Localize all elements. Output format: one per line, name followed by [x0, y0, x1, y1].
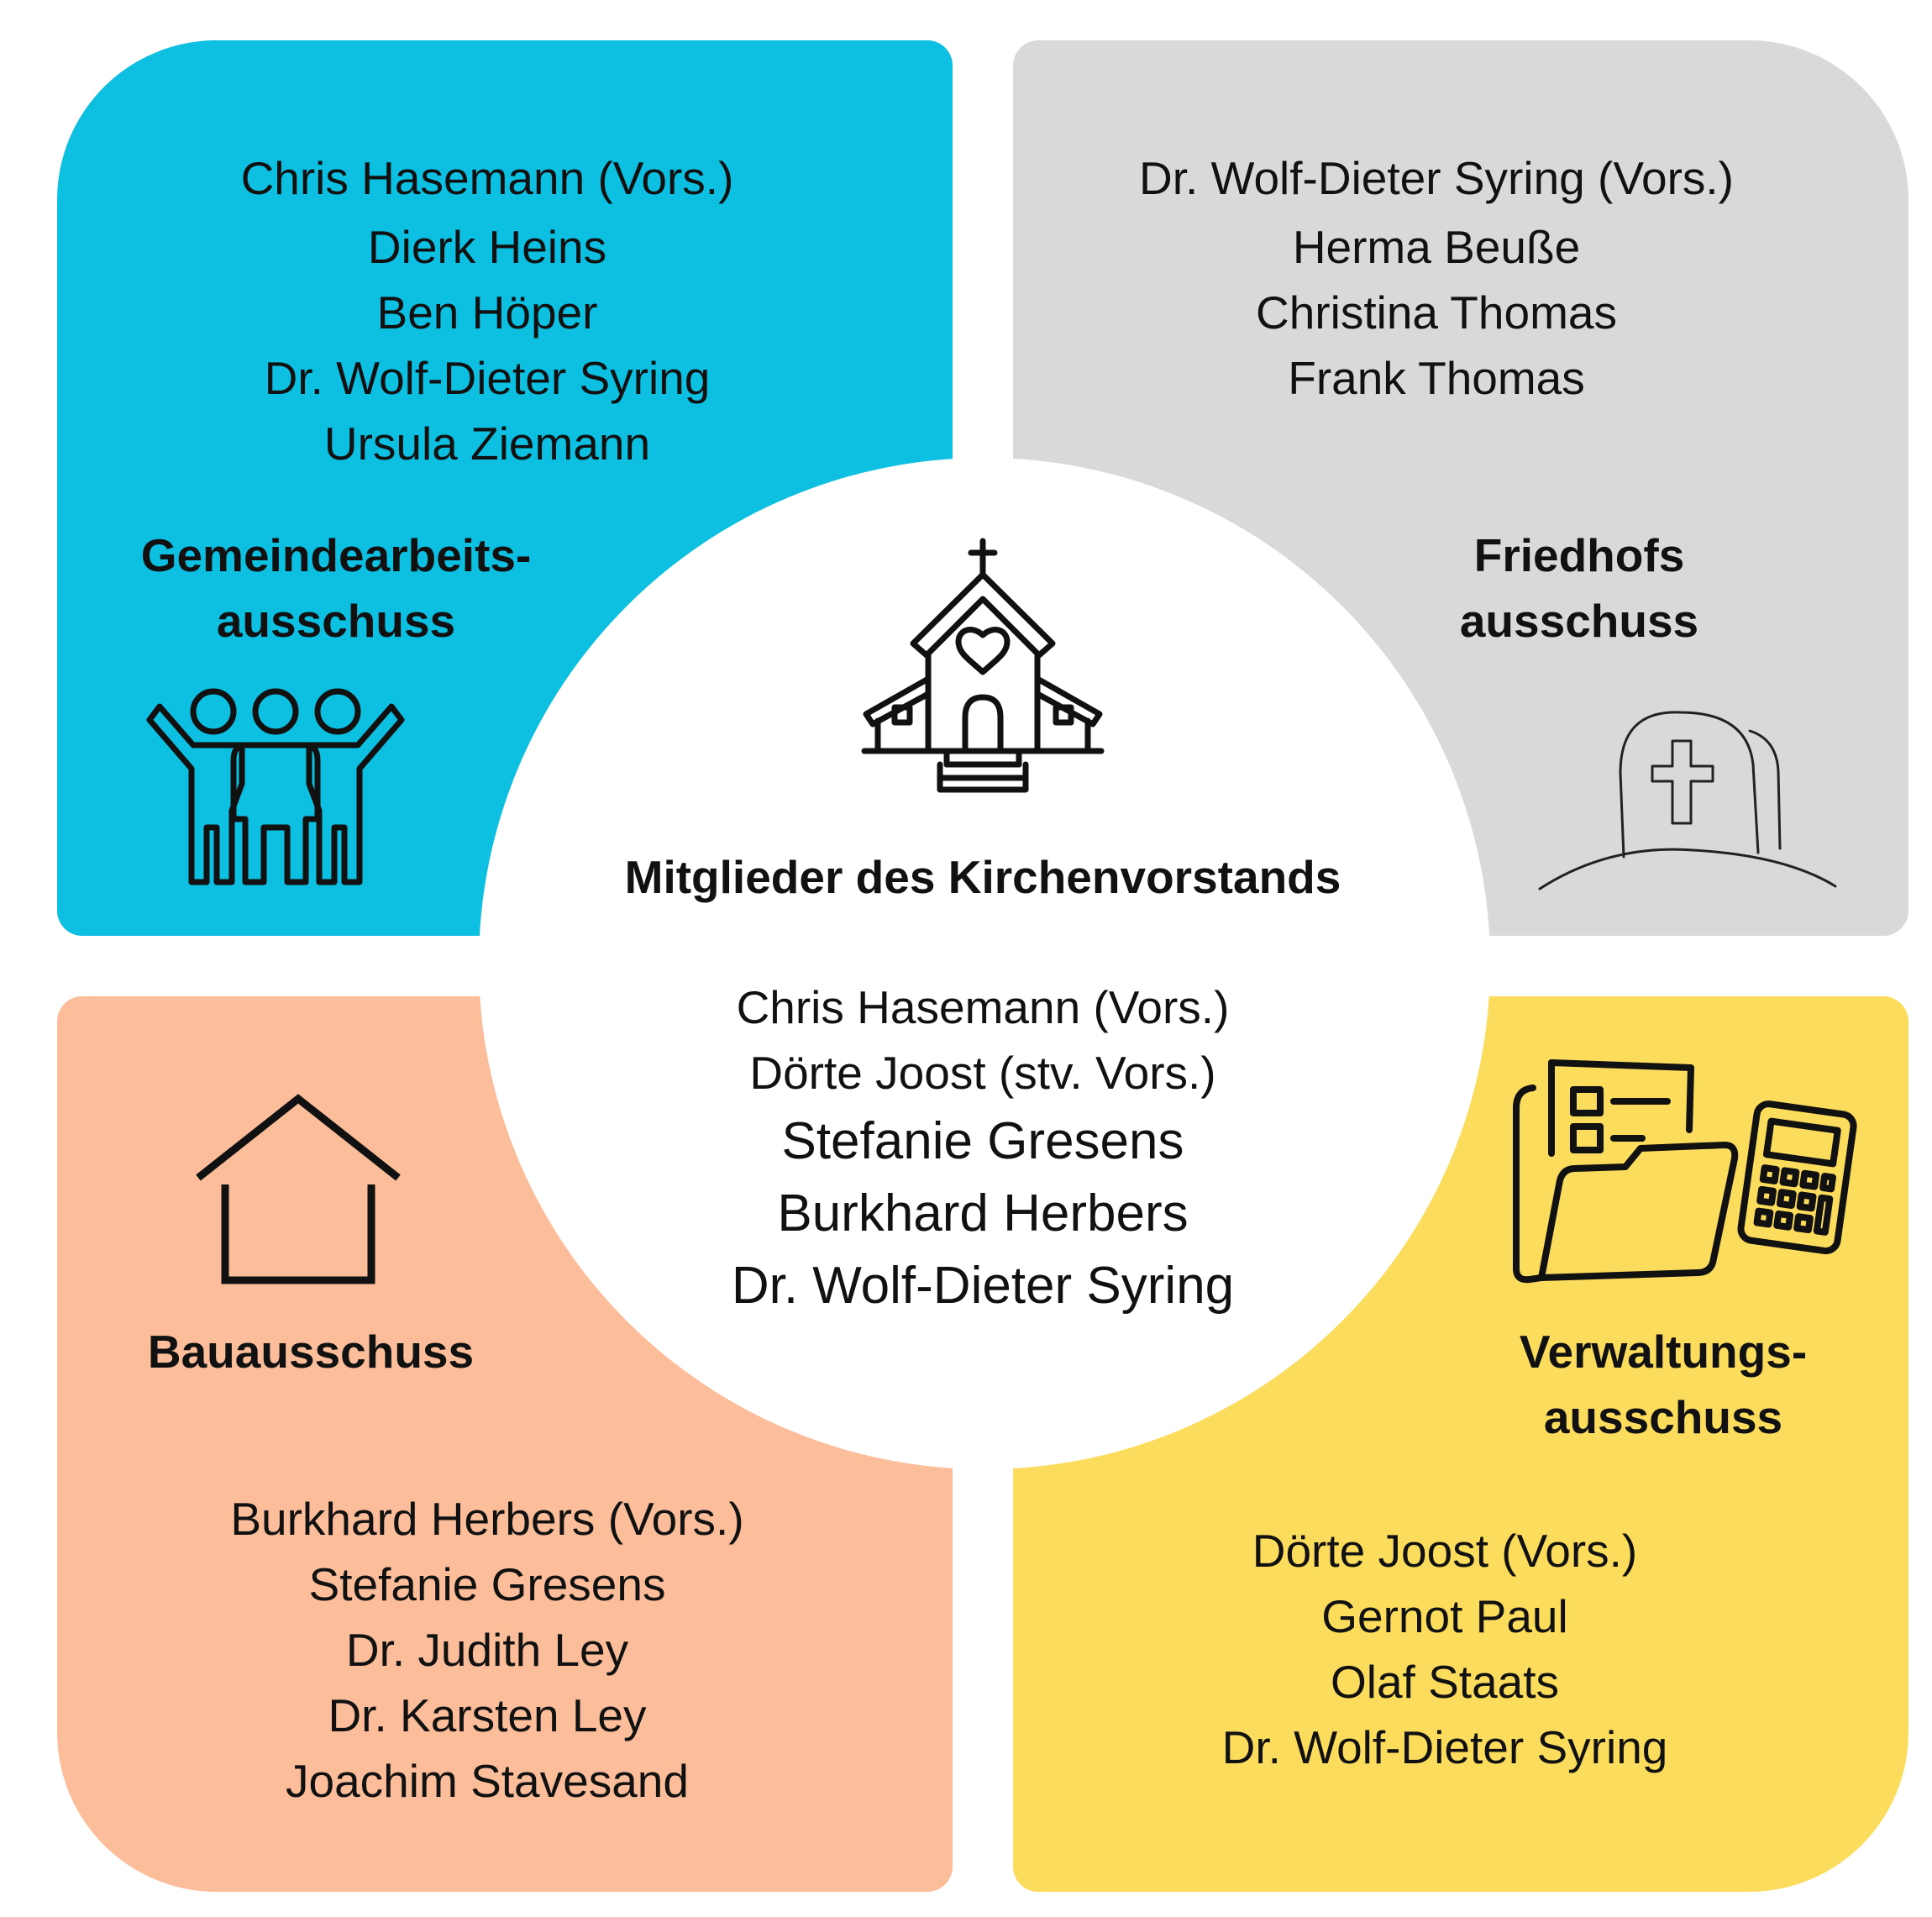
friedhof-members: Dr. Wolf-Dieter Syring (Vors.) Herma Beu…: [1092, 145, 1781, 411]
gemeindearbeit-members: Chris Hasemann (Vors.) Dierk Heins Ben H…: [206, 145, 769, 476]
center-title: Mitglieder des Kirchenvorstands: [624, 851, 1341, 903]
member-name: Gernot Paul: [1321, 1590, 1568, 1642]
member-name: Burkhard Herbers: [777, 1184, 1189, 1242]
member-name: Chris Hasemann (Vors.): [736, 981, 1230, 1033]
verwaltung-title: Verwaltungs- ausschuss: [1487, 1319, 1840, 1450]
church-icon: [861, 538, 1105, 793]
people-group-icon: [146, 688, 405, 885]
gemeindearbeit-title: Gemeindearbeits- ausschuss: [101, 523, 571, 654]
bau-title: Bauausschuss: [118, 1319, 504, 1384]
member-name: Dr. Wolf-Dieter Syring (Vors.): [1138, 152, 1735, 204]
friedhof-title: Friedhofs ausschuss: [1411, 523, 1747, 654]
house-icon: [196, 1094, 401, 1284]
member-name: Dörte Joost (stv. Vors.): [749, 1047, 1216, 1099]
center-disc: [479, 458, 1490, 1469]
title-line: ausschuss: [1543, 1391, 1783, 1443]
folder-calculator-icon: [1513, 1059, 1857, 1284]
member-name: Joachim Stavesand: [286, 1755, 689, 1807]
member-name: Dr. Wolf-Dieter Syring: [1221, 1721, 1668, 1773]
verwaltung-members: Dörte Joost (Vors.) Gernot Paul Olaf Sta…: [1151, 1518, 1739, 1780]
member-name: Chris Hasemann (Vors.): [240, 152, 734, 204]
title-line: Friedhofs: [1473, 529, 1685, 581]
member-name: Burkhard Herbers (Vors.): [230, 1493, 744, 1545]
title-line: Bauausschuss: [147, 1326, 475, 1378]
member-name: Ursula Ziemann: [323, 418, 651, 470]
member-name: Dörte Joost (Vors.): [1252, 1525, 1638, 1577]
member-name: Dr. Karsten Ley: [328, 1689, 647, 1741]
gravestone-icon: [1538, 711, 1837, 890]
member-name: Stefanie Gresens: [308, 1558, 666, 1610]
title-line: Verwaltungs-: [1519, 1326, 1808, 1378]
title-line: ausschuss: [216, 595, 456, 647]
member-name: Stefanie Gresens: [781, 1112, 1184, 1170]
title-line: Gemeindearbeits-: [140, 529, 532, 581]
center-members: Chris Hasemann (Vors.) Dörte Joost (stv.…: [647, 974, 1319, 1322]
title-line: ausschuss: [1459, 595, 1699, 647]
member-name: Dr. Wolf-Dieter Syring: [264, 352, 711, 404]
member-name: Herma Beuße: [1292, 221, 1581, 273]
member-name: Ben Höper: [376, 286, 598, 339]
member-name: Frank Thomas: [1288, 352, 1585, 404]
bau-members: Burkhard Herbers (Vors.) Stefanie Gresen…: [185, 1486, 790, 1814]
member-name: Dierk Heins: [367, 221, 607, 273]
member-name: Dr. Judith Ley: [345, 1624, 629, 1676]
member-name: Olaf Staats: [1330, 1656, 1560, 1708]
member-name: Christina Thomas: [1256, 286, 1617, 339]
member-name: Dr. Wolf-Dieter Syring: [731, 1257, 1235, 1315]
